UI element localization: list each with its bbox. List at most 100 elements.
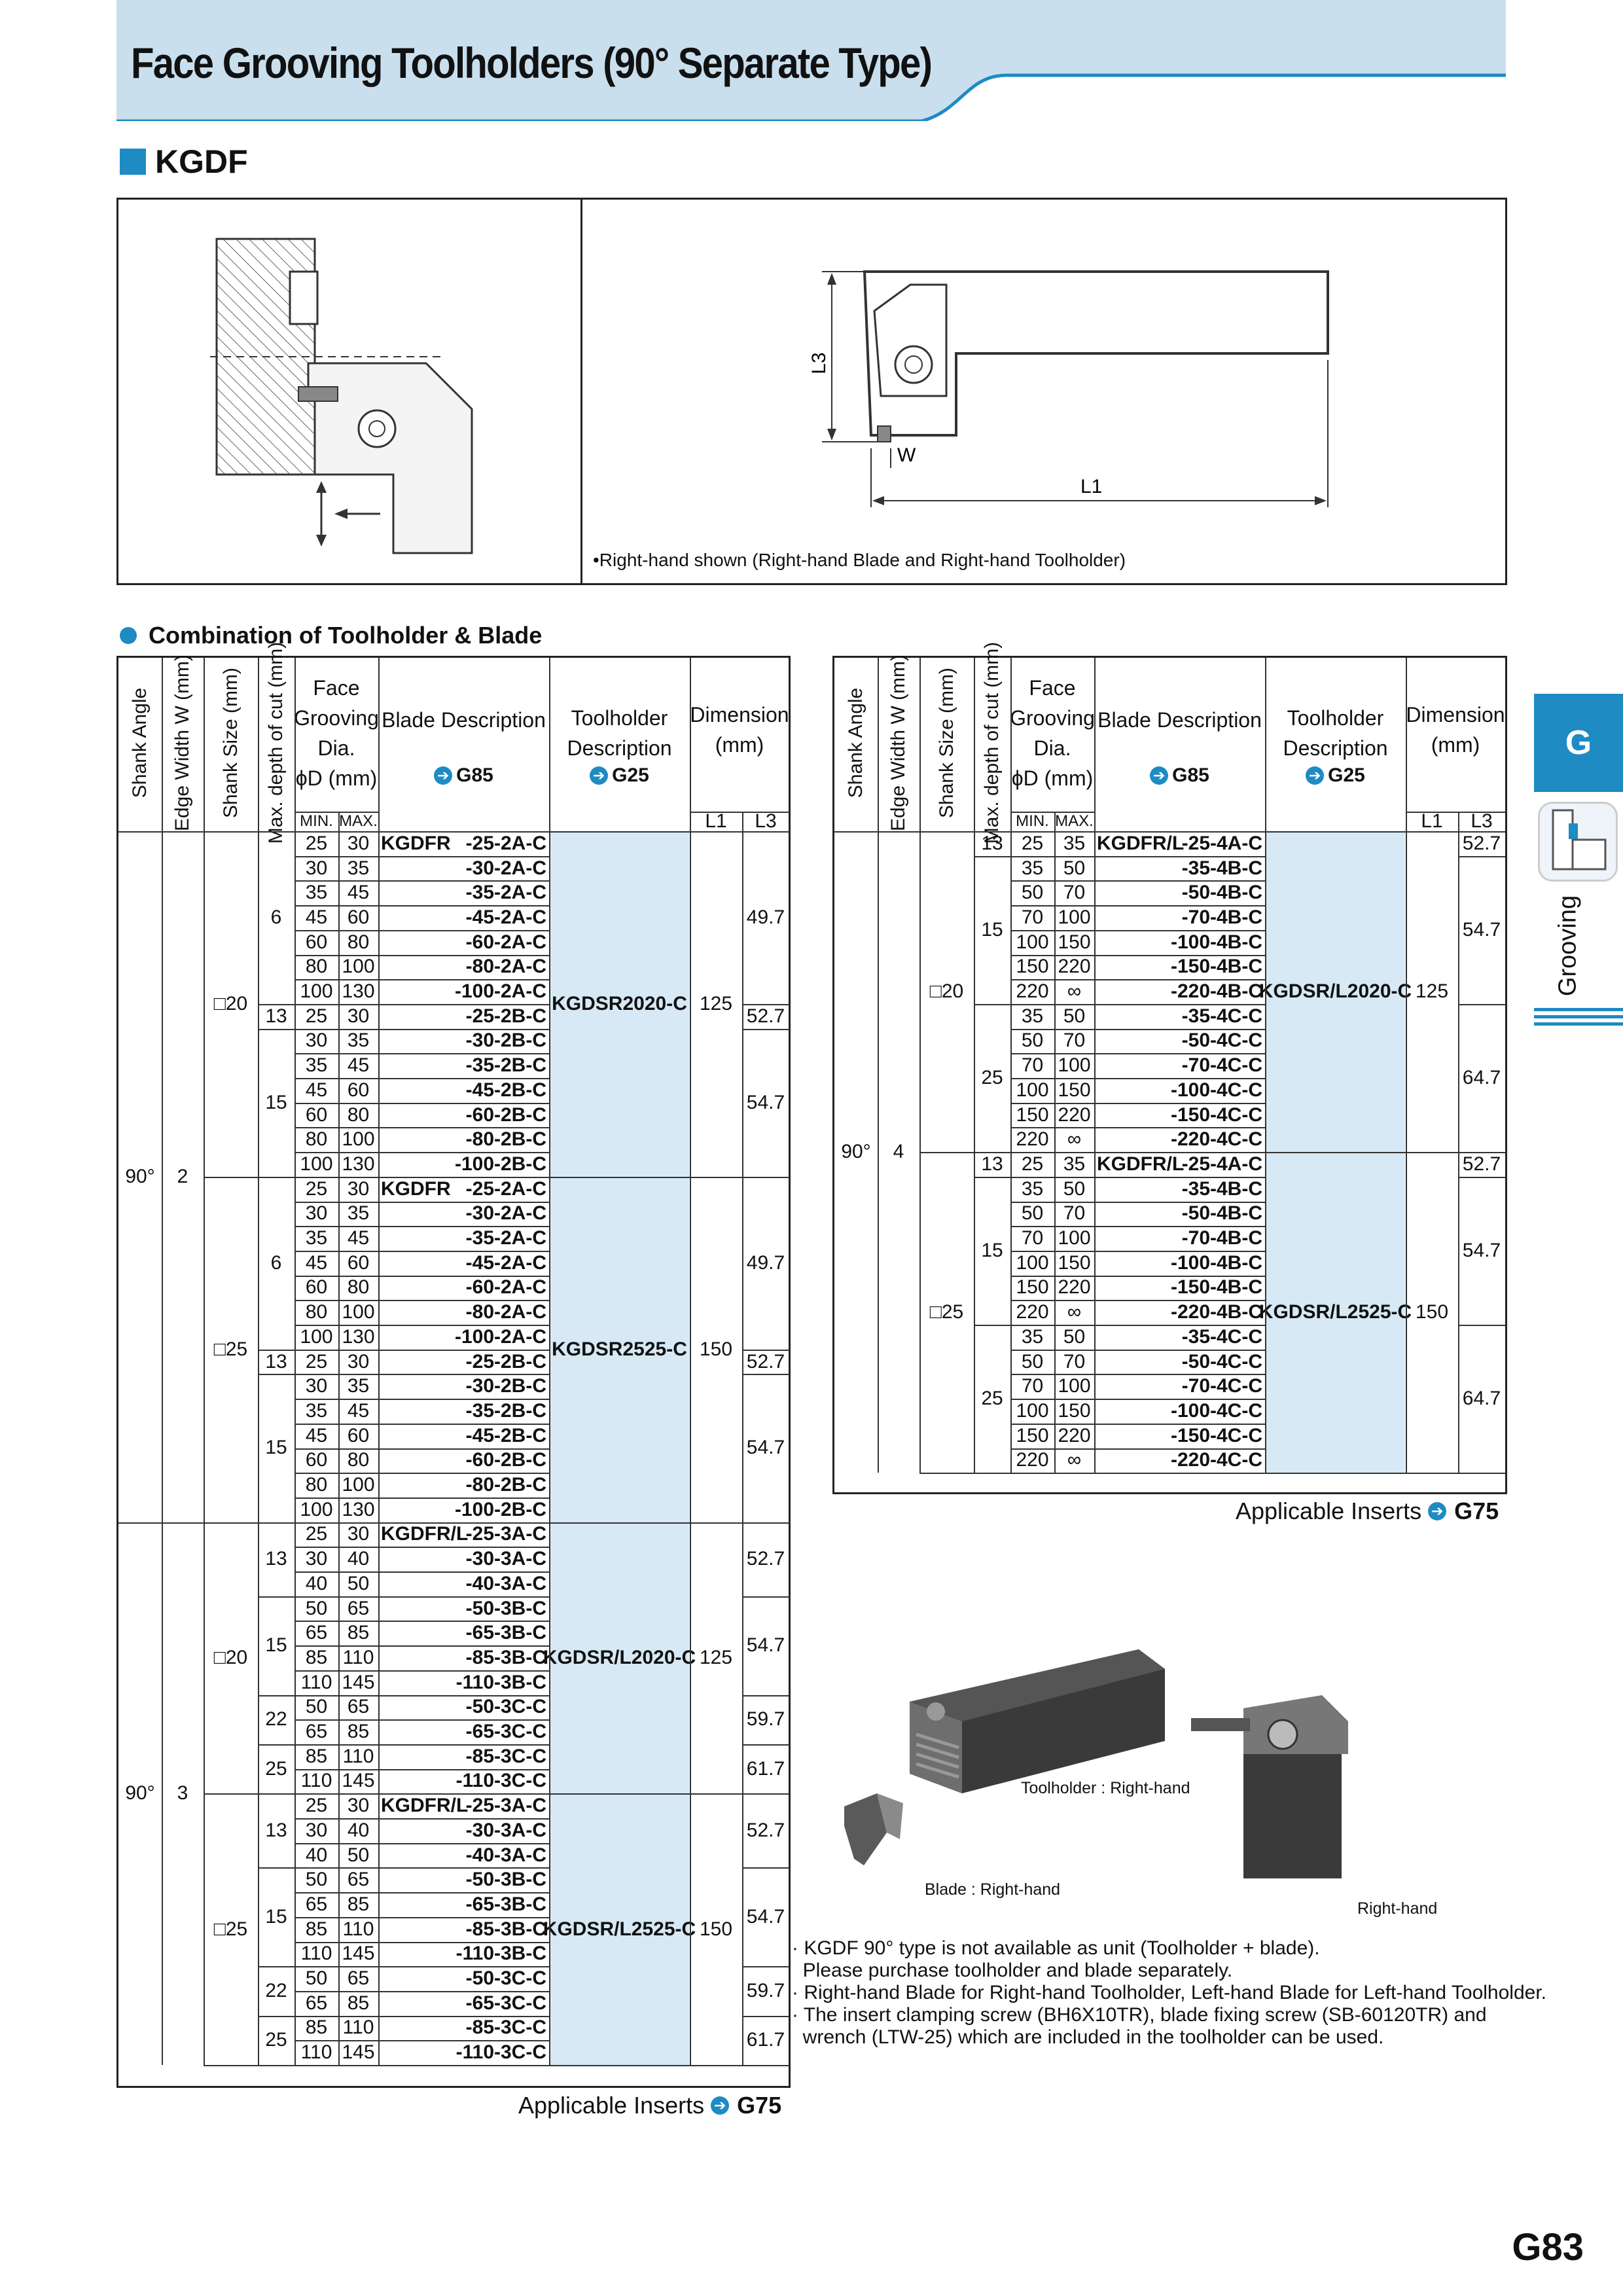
section-tab[interactable]: G xyxy=(1534,694,1623,792)
row-line xyxy=(294,1226,549,1228)
min-dia-cell: 25 xyxy=(305,1795,328,1817)
row-line xyxy=(294,1250,549,1252)
row-line xyxy=(294,855,549,857)
grid-line xyxy=(338,831,340,2065)
subheader-line xyxy=(690,812,789,813)
holder-ref-link[interactable]: G25 xyxy=(1328,764,1365,786)
depth-line xyxy=(1458,1325,1505,1326)
blade-code-cell: -60-2B-C xyxy=(465,1103,546,1126)
holder-cell-bg xyxy=(550,1176,689,1522)
arrow-right-icon: ➔ xyxy=(1306,766,1325,785)
min-dia-cell: 100 xyxy=(1016,1251,1049,1274)
max-depth-cell: 15 xyxy=(265,1634,287,1657)
blade-code-cell: -50-3B-C xyxy=(465,1869,546,1891)
row-line xyxy=(1010,929,1265,931)
grid-line xyxy=(549,658,550,831)
edge-width-cell: 2 xyxy=(177,1165,188,1187)
min-dia-cell: 25 xyxy=(1021,1153,1044,1175)
min-header: MIN. xyxy=(1016,812,1049,830)
max-dia-cell: 35 xyxy=(347,1030,370,1052)
max-depth-cell: 13 xyxy=(265,1548,287,1570)
blade-code-cell: -50-4C-C xyxy=(1181,1350,1262,1372)
blade-ref-link[interactable]: G85 xyxy=(1172,764,1209,786)
max-dia-cell: 70 xyxy=(1063,882,1086,904)
max-dia-cell: 80 xyxy=(347,1103,370,1126)
blade-code-cell: -110-3B-C xyxy=(455,1943,546,1965)
blade-code-cell: -50-3B-C xyxy=(465,1597,546,1619)
holder-code-cell: KGDSR/L2020-C xyxy=(1258,980,1412,1003)
max-dia-cell: 110 xyxy=(342,1745,374,1767)
l1-header: L1 xyxy=(705,810,727,832)
row-line xyxy=(1010,1349,1265,1351)
row-line xyxy=(294,1571,549,1573)
max-dia-cell: 35 xyxy=(1063,832,1086,854)
row-line xyxy=(294,905,549,907)
min-dia-cell: 100 xyxy=(300,1325,333,1348)
min-dia-cell: 50 xyxy=(305,1696,328,1718)
max-dia-cell: 85 xyxy=(347,1992,370,2014)
holder-cell-bg xyxy=(550,1793,689,2065)
l3-header: L3 xyxy=(1471,810,1493,832)
max-dia-cell: 65 xyxy=(347,1597,370,1619)
face-dia-line1: Face xyxy=(313,676,360,700)
blade-code-cell: -65-3B-C xyxy=(465,1622,546,1644)
row-line xyxy=(294,1621,549,1623)
max-dia-cell: 50 xyxy=(1063,1325,1086,1348)
max-dia-cell: 100 xyxy=(342,1301,375,1323)
blade-ref-link[interactable]: G85 xyxy=(456,764,493,786)
l1-cell: 150 xyxy=(1415,1301,1449,1323)
header-bottom-line xyxy=(834,831,1505,833)
left-applicable-inserts: Applicable Inserts ➔ G75 xyxy=(518,2092,781,2119)
l3-cell: 61.7 xyxy=(746,2029,785,2051)
min-dia-cell: 35 xyxy=(1021,1177,1044,1200)
max-dia-cell: 35 xyxy=(1063,1153,1086,1175)
blade-code-cell: -45-2B-C xyxy=(465,1079,546,1101)
l1-header: L1 xyxy=(1421,810,1443,832)
holder-ref-link[interactable]: G25 xyxy=(612,764,649,786)
blade-code-cell: -85-3B-C xyxy=(465,1918,546,1940)
min-dia-cell: 30 xyxy=(305,1202,328,1225)
blade-code-cell: -100-4C-C xyxy=(1170,1399,1262,1422)
min-dia-cell: 50 xyxy=(1021,1202,1044,1225)
min-dia-cell: 65 xyxy=(305,1721,328,1743)
l3-cell: 52.7 xyxy=(746,1548,785,1570)
min-dia-cell: 30 xyxy=(305,1819,328,1841)
blade-code-cell: -50-4B-C xyxy=(1181,1202,1262,1225)
min-dia-cell: 35 xyxy=(1021,1005,1044,1027)
grid-line xyxy=(878,658,879,831)
toolholder-caption: Toolholder : Right-hand xyxy=(1021,1779,1190,1797)
grid-line xyxy=(378,831,380,2065)
holder-code-cell: KGDSR2525-C xyxy=(552,1338,687,1360)
shank-size-header: Shank Size (mm) xyxy=(219,667,241,819)
l1-cell: 125 xyxy=(1415,980,1449,1003)
min-dia-cell: 40 xyxy=(305,1844,328,1866)
row-line xyxy=(1010,1399,1265,1401)
depth-line xyxy=(258,1596,294,1598)
holder-code-cell: KGDSR/L2020-C xyxy=(543,1646,696,1668)
blade-code-cell: -220-4C-C xyxy=(1170,1449,1262,1471)
depth-line xyxy=(258,1003,294,1005)
depth-line xyxy=(974,855,1010,857)
row-line xyxy=(294,1201,549,1203)
right-applicable-inserts: Applicable Inserts ➔ G75 xyxy=(1236,1498,1499,1525)
min-dia-cell: 85 xyxy=(305,1745,328,1767)
max-depth-cell: 13 xyxy=(981,832,1003,854)
row-line xyxy=(294,979,549,981)
depth-line xyxy=(742,1867,789,1869)
depth-line xyxy=(1458,1003,1505,1005)
row-line xyxy=(294,1818,549,1820)
grid-line xyxy=(1094,658,1096,831)
l1-cell: 150 xyxy=(699,1918,733,1940)
inserts-ref-link[interactable]: G75 xyxy=(1454,1498,1499,1524)
grid-line xyxy=(1054,812,1056,831)
max-depth-cell: 15 xyxy=(265,1905,287,1928)
inserts-ref-link[interactable]: G75 xyxy=(737,2092,782,2119)
blade-code-cell: -70-4B-C xyxy=(1181,1227,1262,1249)
max-depth-cell: 6 xyxy=(270,906,282,928)
l3-cell: 52.7 xyxy=(1462,1153,1501,1175)
blade-photo xyxy=(844,1793,903,1865)
header-bottom-line xyxy=(118,831,789,833)
max-depth-cell: 25 xyxy=(981,1388,1003,1410)
max-dia-cell: 85 xyxy=(347,1893,370,1915)
row-line xyxy=(294,1448,549,1450)
